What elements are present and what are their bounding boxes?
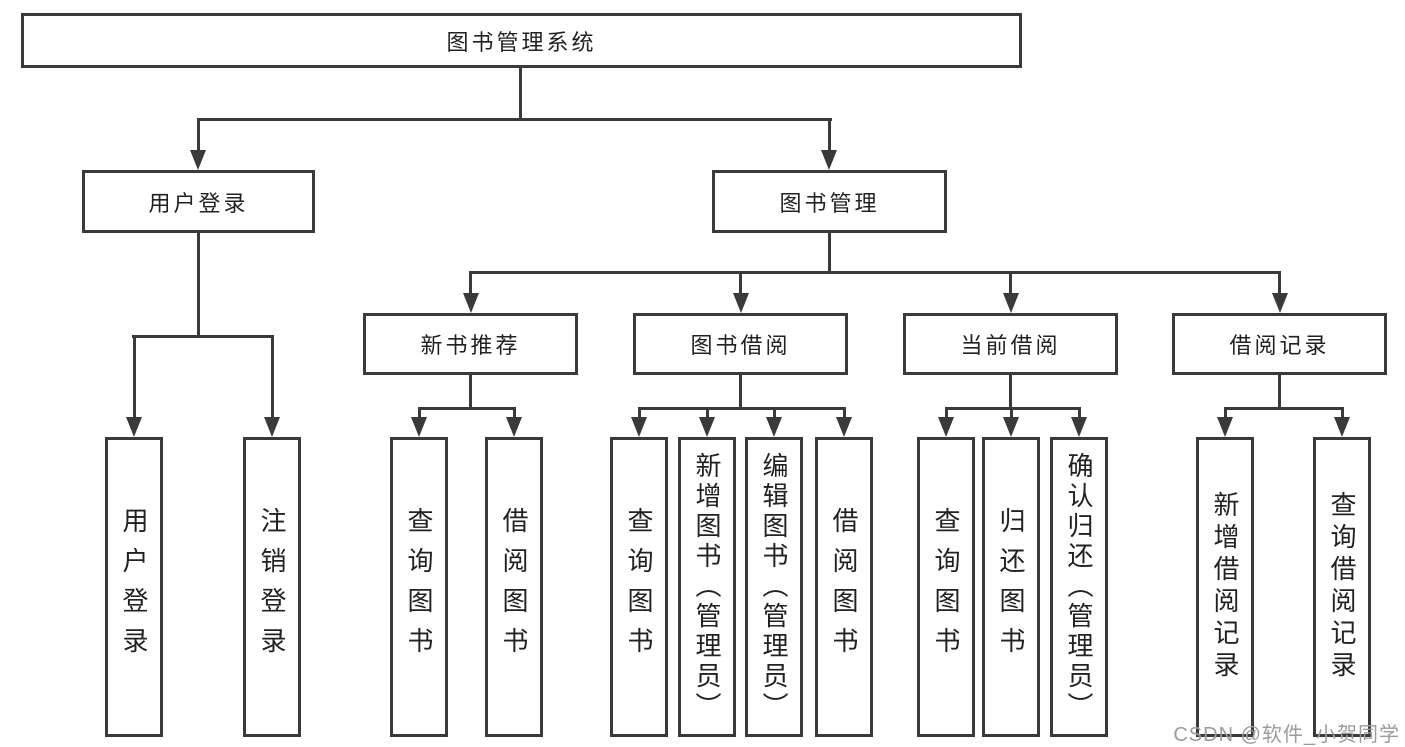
node-leaf-current-query-label: 查询图书: [931, 507, 961, 667]
arrow-down-icon: [190, 150, 206, 170]
connector-user-login-hline: [132, 335, 274, 338]
arrow-down-icon: [821, 150, 837, 170]
node-current-borrow-label: 当前借阅: [960, 333, 1061, 358]
node-current-borrow: 当前借阅: [903, 313, 1118, 375]
node-leaf-borrow-edit-admin-label: 编辑图书（管理员）: [759, 452, 789, 722]
connector-borrow-records-hline: [1224, 407, 1344, 410]
node-book-management: 图书管理: [712, 170, 947, 233]
node-new-book-recommend: 新书推荐: [363, 313, 578, 375]
node-leaf-records-query: 查询借阅记录: [1313, 437, 1371, 737]
node-user-login-label: 用户登录: [148, 190, 249, 216]
connector-drop-leaf: [1010, 407, 1013, 417]
node-new-book-recommend-label: 新书推荐: [420, 333, 521, 358]
node-borrow-records-label: 借阅记录: [1229, 333, 1330, 358]
connector-new-books-hline: [418, 407, 516, 410]
connector-drop-leaf: [843, 407, 846, 417]
connector-drop-borrow-records: [1278, 271, 1281, 295]
connector-new-books-stub: [469, 375, 472, 410]
node-leaf-user-login: 用户登录: [105, 437, 163, 737]
node-leaf-borrow-borrow-label: 借阅图书: [829, 507, 859, 667]
node-book-management-label: 图书管理: [779, 190, 880, 216]
arrow-down-icon: [1334, 417, 1350, 437]
connector-book-borrow-stub: [739, 375, 742, 410]
node-book-borrow-label: 图书借阅: [690, 333, 791, 358]
node-leaf-newbooks-borrow: 借阅图书: [485, 437, 543, 737]
connector-drop-current-borrow: [1009, 271, 1012, 295]
arrow-down-icon: [411, 417, 427, 437]
connector-borrow-records-stub: [1278, 375, 1281, 410]
node-leaf-logout: 注销登录: [243, 437, 301, 737]
arrow-down-icon: [938, 417, 954, 437]
arrow-down-icon: [264, 417, 280, 437]
node-leaf-current-return: 归还图书: [982, 437, 1040, 737]
node-leaf-newbooks-borrow-label: 借阅图书: [499, 507, 529, 667]
node-leaf-borrow-borrow: 借阅图书: [815, 437, 873, 737]
arrow-down-icon: [1272, 293, 1288, 313]
connector-drop-book-management: [828, 120, 831, 150]
connector-book-management-stub: [828, 233, 831, 273]
connector-drop-leaf: [513, 407, 516, 417]
connector-drop-leaf: [1224, 407, 1227, 417]
arrow-down-icon: [463, 293, 479, 313]
connector-drop-leaf: [945, 407, 948, 417]
connector-book-borrow-hline: [638, 407, 846, 410]
arrow-down-icon: [766, 417, 782, 437]
connector-drop-leaf: [1341, 407, 1344, 417]
arrow-down-icon: [699, 417, 715, 437]
node-leaf-logout-label: 注销登录: [257, 507, 287, 667]
node-leaf-borrow-query-label: 查询图书: [624, 507, 654, 667]
node-leaf-borrow-query: 查询图书: [610, 437, 668, 737]
arrow-down-icon: [733, 293, 749, 313]
arrow-down-icon: [631, 417, 647, 437]
node-leaf-records-add-label: 新增借阅记录: [1210, 491, 1240, 683]
connector-current-borrow-hline: [945, 407, 1081, 410]
arrow-down-icon: [506, 417, 522, 437]
node-leaf-newbooks-query: 查询图书: [390, 437, 448, 737]
node-leaf-current-return-label: 归还图书: [996, 507, 1026, 667]
node-leaf-newbooks-query-label: 查询图书: [404, 507, 434, 667]
arrow-down-icon: [1003, 293, 1019, 313]
connector-user-login-stub: [197, 233, 200, 337]
connector-drop-leaf: [271, 335, 274, 417]
connector-drop-leaf: [638, 407, 641, 417]
node-leaf-current-confirm-admin-label: 确认归还（管理员）: [1064, 452, 1094, 722]
node-leaf-borrow-add-admin-label: 新增图书（管理员）: [692, 452, 722, 722]
node-library-management-system-label: 图书管理系统: [446, 29, 597, 55]
node-book-borrow: 图书借阅: [633, 313, 848, 375]
connector-drop-leaf: [773, 407, 776, 417]
connector-current-borrow-stub: [1009, 375, 1012, 410]
node-leaf-borrow-edit-admin: 编辑图书（管理员）: [745, 437, 803, 737]
node-user-login: 用户登录: [82, 170, 315, 233]
node-leaf-current-confirm-admin: 确认归还（管理员）: [1050, 437, 1108, 737]
connector-level3-hline: [469, 271, 1281, 274]
connector-drop-new-books: [469, 271, 472, 295]
connector-root-hline: [197, 118, 832, 121]
arrow-down-icon: [836, 417, 852, 437]
connector-drop-leaf: [418, 407, 421, 417]
node-borrow-records: 借阅记录: [1172, 313, 1387, 375]
connector-drop-leaf: [133, 335, 136, 417]
node-leaf-current-query: 查询图书: [917, 437, 975, 737]
node-library-management-system: 图书管理系统: [21, 13, 1022, 68]
node-leaf-borrow-add-admin: 新增图书（管理员）: [678, 437, 736, 737]
connector-drop-book-borrow: [739, 271, 742, 295]
connector-drop-user-login: [197, 120, 200, 150]
connector-drop-leaf: [1078, 407, 1081, 417]
node-leaf-user-login-label: 用户登录: [119, 507, 149, 667]
connector-root-stub: [519, 66, 522, 120]
arrow-down-icon: [1217, 417, 1233, 437]
arrow-down-icon: [1071, 417, 1087, 437]
arrow-down-icon: [126, 417, 142, 437]
arrow-down-icon: [1003, 417, 1019, 437]
csdn-watermark: CSDN @软件_小贺同学: [1173, 724, 1400, 746]
node-leaf-records-add: 新增借阅记录: [1196, 437, 1254, 737]
connector-drop-leaf: [706, 407, 709, 417]
node-leaf-records-query-label: 查询借阅记录: [1327, 491, 1357, 683]
